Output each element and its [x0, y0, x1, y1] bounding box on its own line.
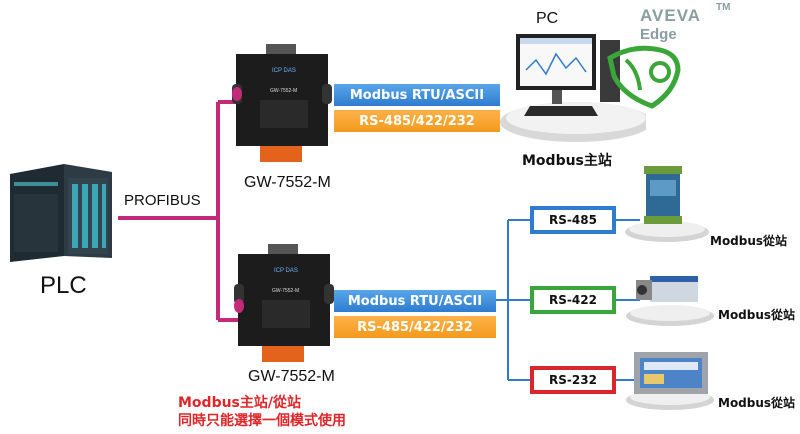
- hmi-panel-icon: [626, 352, 714, 410]
- gateway-bottom-model: GW-7552-M: [272, 288, 300, 294]
- plc-label: PLC: [40, 272, 87, 299]
- pc-label: PC: [536, 10, 559, 27]
- gateway-bottom-icon: [234, 244, 334, 362]
- slave-2-role: Modbus從站: [718, 308, 796, 322]
- bottom-interface-bar: RS-485/422/232: [334, 316, 496, 338]
- bottom-protocol-bar: Modbus RTU/ASCII: [334, 290, 496, 312]
- gateway-top-label: GW-7552-M: [244, 174, 331, 191]
- gateway-top-brand: ICP DAS: [272, 68, 296, 74]
- computer-icon: [500, 34, 652, 142]
- plc-device: [6, 160, 116, 264]
- gateway-bottom-label: GW-7552-M: [248, 368, 335, 385]
- mode-note-line2: 同時只能選擇一個模式使用: [178, 413, 346, 429]
- io-module-icon: [625, 166, 709, 242]
- slave-port-rs232: RS-232: [530, 366, 616, 394]
- top-protocol-bar: Modbus RTU/ASCII: [334, 84, 500, 106]
- aveva-shield-icon: [607, 45, 681, 109]
- slave-port-rs485: RS-485: [530, 206, 616, 234]
- gateway-bottom: ICP DAS GW-7552-M: [234, 244, 334, 364]
- aveva-tm: TM: [716, 2, 731, 13]
- aveva-edge: Edge: [640, 26, 677, 43]
- top-interface-bar: RS-485/422/232: [334, 110, 500, 132]
- gateway-top-model: GW-7552-M: [270, 88, 298, 94]
- pc-device: [496, 30, 652, 146]
- profibus-label: PROFIBUS: [124, 192, 201, 209]
- gateway-top: ICP DAS GW-7552-M: [232, 44, 332, 164]
- gateway-top-icon: [232, 44, 332, 162]
- gateway-bottom-brand: ICP DAS: [274, 268, 298, 274]
- sensor-icon: [626, 276, 714, 326]
- slave-port-rs422: RS-422: [530, 286, 616, 314]
- slave-1-role: Modbus從站: [710, 234, 788, 248]
- aveva-name: AVEVA: [640, 6, 702, 25]
- slave-3-role: Modbus從站: [718, 396, 796, 410]
- pc-role: Modbus主站: [522, 153, 612, 169]
- mode-note-line1: Modbus主站/從站: [178, 395, 302, 411]
- plc-icon: [10, 164, 112, 262]
